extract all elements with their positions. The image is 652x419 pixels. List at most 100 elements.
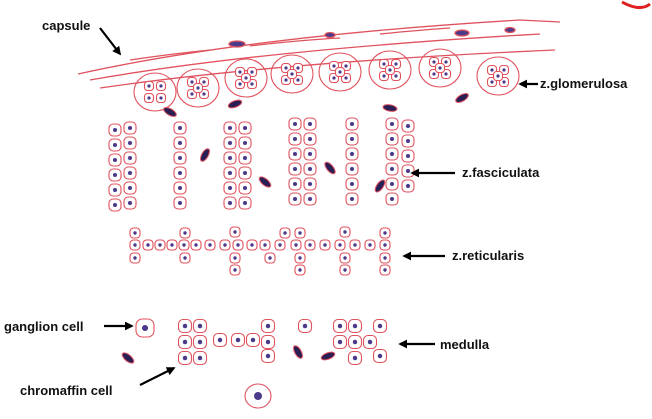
capillary-cell [455,93,469,103]
cell-nucleus [382,74,386,78]
cell-nucleus [292,181,298,187]
capsule-label: capsule [42,18,90,33]
cell-nucleus [250,243,254,247]
cell-nucleus [250,70,254,74]
cell-nucleus [182,243,186,247]
cell-nucleus [217,337,223,343]
cell-nucleus [349,196,355,202]
cell-nucleus [158,243,162,247]
cell-nucleus [294,243,298,247]
cell-nucleus [127,170,133,176]
cell-nucleus [349,151,355,157]
cell-nucleus [377,323,383,329]
cell-nucleus [444,60,448,64]
cell-nucleus [307,121,313,127]
glomerulosa-cluster [133,72,177,112]
cell-nucleus [307,181,313,187]
cells-layer [108,48,520,409]
cell-nucleus [227,185,233,191]
cell-nucleus [307,151,313,157]
cell-nucleus [227,200,233,206]
glomerulosa-cluster [224,58,268,98]
cell-nucleus [197,339,203,345]
cell-nucleus [337,323,343,329]
capsule-arrow [99,27,122,56]
cell-nucleus [432,60,436,64]
capillary-cell [324,161,336,175]
cell-nucleus [394,74,398,78]
cell-nucleus [242,200,248,206]
cell-nucleus [112,172,118,178]
cell-nucleus [389,121,395,127]
cell-nucleus [323,243,327,247]
cell-nucleus [236,243,240,247]
capillary-cell [121,352,135,364]
cell-nucleus [349,181,355,187]
cell-nucleus [302,323,308,329]
chromaffin-arrow [139,367,176,386]
cell-nucleus [283,231,287,235]
cell-nucleus [490,80,494,84]
cell-nucleus [307,196,313,202]
cell-nucleus [383,256,387,260]
cell-nucleus [208,243,212,247]
cell-nucleus [338,243,342,247]
chromaffin-label: chromaffin cell [20,383,112,398]
cell-nucleus [238,70,242,74]
corner-mark [621,0,651,9]
cell-nucleus [227,140,233,146]
cell-nucleus [147,84,151,88]
capillary-cell [200,148,210,162]
cell-nucleus [233,230,237,234]
cell-nucleus [127,185,133,191]
cell-nucleus [383,243,387,247]
cell-nucleus [349,136,355,142]
cell-nucleus [284,78,288,82]
capillary-cell [374,179,386,193]
cell-nucleus [383,231,387,235]
cell-nucleus [394,62,398,66]
cell-nucleus [133,243,137,247]
cell-nucleus [292,121,298,127]
cell-nucleus [242,140,248,146]
cell-nucleus [196,86,200,90]
cell-nucleus [444,72,448,76]
cell-nucleus [227,155,233,161]
cell-nucleus [490,68,494,72]
cell-nucleus [194,243,198,247]
cell-nucleus [127,140,133,146]
cell-nucleus [298,231,302,235]
cell-nucleus [233,268,237,272]
cell-nucleus [496,74,500,78]
cell-nucleus [284,66,288,70]
cell-nucleus [112,187,118,193]
cell-nucleus [268,256,272,260]
cell-nucleus [332,64,336,68]
cell-nucleus [298,256,302,260]
cell-nucleus [307,166,313,172]
fasciculata-label: z.fasciculata [462,165,540,180]
cell-nucleus [389,196,395,202]
cell-nucleus [389,136,395,142]
cell-nucleus [127,155,133,161]
cell-nucleus [242,185,248,191]
glomerulosa-cluster [270,54,314,94]
reticularis-label: z.reticularis [452,248,524,263]
cell-nucleus [242,155,248,161]
cell-nucleus [177,125,183,131]
cell-nucleus [343,256,347,260]
cell-nucleus [405,183,411,189]
cell-nucleus [183,231,187,235]
capillary-cell [320,351,336,361]
cell-nucleus [298,268,302,272]
cell-nucleus [265,323,271,329]
cell-nucleus [159,84,163,88]
cell-nucleus [502,68,506,72]
cell-nucleus [177,140,183,146]
glomerulosa-cluster [176,68,220,108]
cell-nucleus [502,80,506,84]
cell-nucleus [432,72,436,76]
capsule-layer [77,19,561,89]
cell-nucleus [202,92,206,96]
